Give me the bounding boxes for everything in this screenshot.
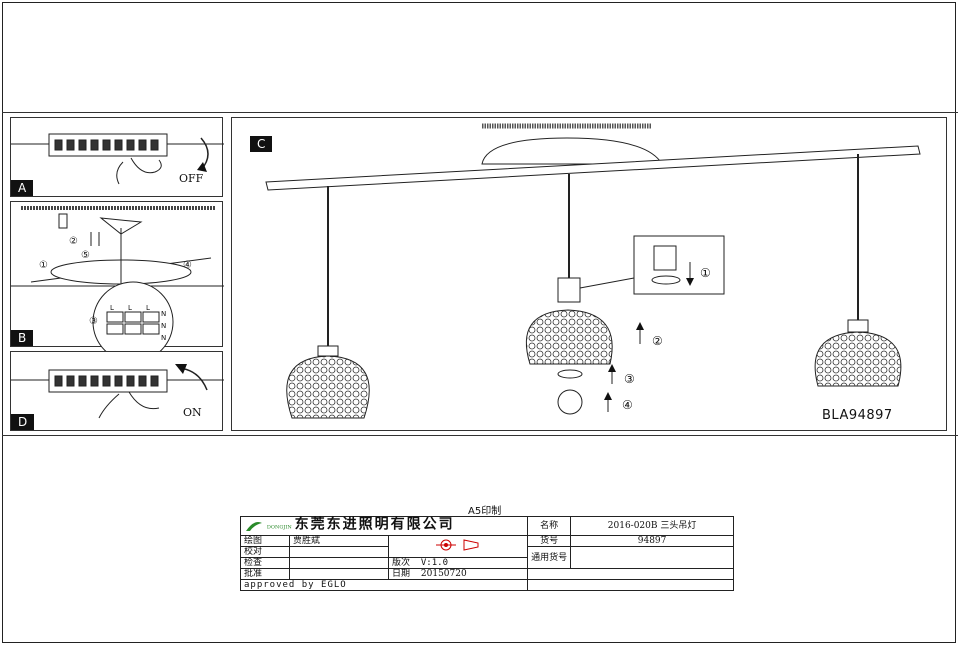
step-3-marker: ③ xyxy=(624,372,635,386)
row-label-draw: 绘图 xyxy=(240,535,290,547)
panel-c-tag: C xyxy=(250,136,273,152)
terminal-label-n1: N xyxy=(161,310,167,318)
row-value-inspect xyxy=(289,557,389,569)
row-value-check xyxy=(289,546,389,558)
name-label: 名称 xyxy=(527,516,572,536)
date-label: 日期 xyxy=(392,569,411,579)
terminal-label-l3: L xyxy=(146,304,150,312)
terminal-label-l1: L xyxy=(110,304,114,312)
row-label-check: 校对 xyxy=(240,546,290,558)
row-value-draw: 贾胜斌 xyxy=(289,535,389,547)
panel-d-tag: D xyxy=(11,414,35,430)
date-cell: 日期 20150720 xyxy=(387,568,529,580)
title-block: DONGJIN 东莞东进照明有限公司 名称 2016-020B 三头吊灯 绘图 … xyxy=(239,516,734,591)
header-divider xyxy=(2,112,958,113)
blank-cell-2 xyxy=(527,579,734,591)
logo-text: DONGJIN xyxy=(266,524,292,531)
projection-symbol-icon xyxy=(436,539,479,551)
name-value: 2016-020B 三头吊灯 xyxy=(570,516,734,536)
step-1-marker: ① xyxy=(700,266,711,280)
step-1-marker: ① xyxy=(39,260,48,271)
panel-a-illustration xyxy=(11,133,224,185)
date-value: 20150720 xyxy=(420,569,467,579)
company-cell: DONGJIN 东莞东进照明有限公司 xyxy=(239,516,529,536)
approved-text: approved by EGLO xyxy=(244,580,347,590)
step-3-marker: ③ xyxy=(89,316,98,327)
general-label: 通用货号 xyxy=(527,546,572,569)
model-number: BLA94897 xyxy=(822,408,893,423)
panel-b-tag: B xyxy=(11,330,34,346)
panel-a: A OFF xyxy=(10,117,224,197)
step-4-marker: ④ xyxy=(622,398,633,412)
pendant-lamp-illustration xyxy=(265,123,921,419)
terminal-label-n2: N xyxy=(161,322,167,330)
terminal-label-n3: N xyxy=(161,334,167,342)
step-2-marker: ② xyxy=(652,334,663,348)
row-value-approve xyxy=(289,568,389,580)
panel-d-illustration xyxy=(11,364,224,419)
on-label: ON xyxy=(183,406,202,419)
company-name: 东莞东进照明有限公司 xyxy=(294,516,455,533)
blank-cell xyxy=(527,568,734,580)
step-5-marker: ⑤ xyxy=(81,250,90,261)
general-value xyxy=(570,546,734,569)
version-cell: 版次 V:1.0 xyxy=(387,557,529,569)
projection-symbol-cell xyxy=(387,535,529,558)
logo-leaf-icon xyxy=(246,522,262,531)
logo xyxy=(244,519,264,533)
print-note: A5印制 xyxy=(468,506,502,517)
panel-b-illustration xyxy=(11,206,224,363)
terminal-label-l2: L xyxy=(128,304,132,312)
footer-divider xyxy=(2,435,958,436)
version-label: 版次 xyxy=(392,558,411,568)
panel-b: B ① ② ⑤ ④ ③ L N L N L N xyxy=(10,201,224,363)
row-label-approve: 批准 xyxy=(240,568,290,580)
off-label: OFF xyxy=(179,172,204,185)
goods-value: 94897 xyxy=(570,535,734,547)
goods-label: 货号 xyxy=(527,535,572,547)
panel-a-tag: A xyxy=(11,180,34,196)
version-value: V:1.0 xyxy=(420,558,448,568)
panel-d: D ON xyxy=(10,351,224,431)
row-label-inspect: 检查 xyxy=(240,557,290,569)
panel-c: C ① ② ③ ④ BLA94897 xyxy=(231,117,947,431)
step-2-marker: ② xyxy=(69,236,78,247)
step-4-marker: ④ xyxy=(183,260,192,271)
approved-cell: approved by EGLO xyxy=(239,579,529,591)
